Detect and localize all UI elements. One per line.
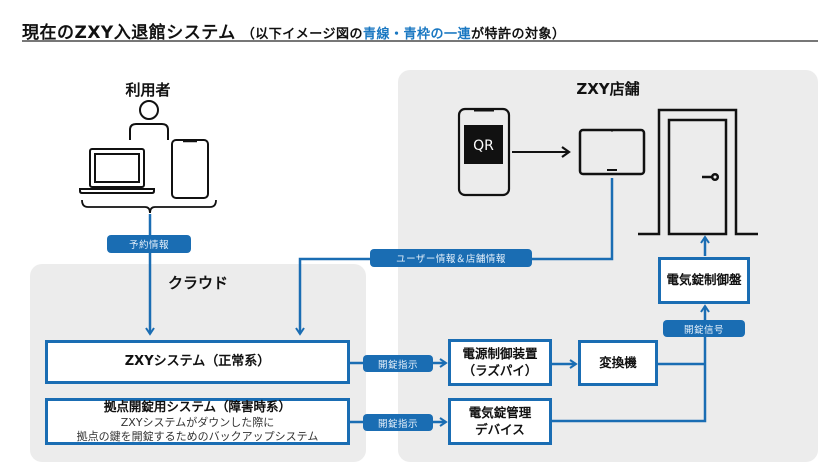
backup-system-desc-1: ZXYシステムがダウンした際に — [120, 415, 275, 429]
qr-label: QR — [473, 138, 494, 154]
door-icon — [638, 108, 758, 236]
cloud-panel-title: クラウド — [167, 274, 228, 292]
title-underline — [22, 40, 818, 42]
backup-system-box: 拠点開錠用システム（障害時系） ZXYシステムがダウンした際に 拠点の鍵を開錠す… — [45, 398, 350, 445]
page-title: 現在のZXY入退館システム （以下イメージ図の青線・青枠の一連が特許の対象） — [22, 18, 566, 43]
title-sub: （以下イメージ図の青線・青枠の一連が特許の対象） — [241, 27, 566, 42]
person-icon — [129, 100, 169, 140]
user-devices-bracket — [81, 199, 217, 214]
smartphone-qr-icon: QR — [457, 107, 511, 197]
store-panel-title: ZXY店舗 — [576, 80, 640, 98]
unlock-signal-pill: 開錠信号 — [663, 320, 745, 337]
title-highlight: 青線・青枠の一連 — [362, 27, 471, 42]
backup-system-title: 拠点開錠用システム（障害時系） — [103, 398, 292, 414]
backup-system-desc-2: 拠点の鍵を開錠するためのバックアップシステム — [76, 429, 319, 443]
unlock-instruction-pill-2: 開錠指示 — [363, 414, 433, 431]
reservation-info-pill: 予約情報 — [107, 235, 191, 253]
title-main: 現在のZXY入退館システム — [22, 23, 236, 43]
unlock-instruction-pill-1: 開錠指示 — [363, 355, 433, 372]
tablet-icon — [578, 128, 646, 176]
smartphone-icon — [171, 139, 209, 199]
user-label: 利用者 — [125, 81, 171, 99]
power-control-box: 電源制御装置 （ラズパイ） — [448, 339, 552, 386]
lock-device-to-panel-line — [552, 304, 710, 423]
zxy-system-box: ZXYシステム（正常系） — [45, 340, 350, 384]
lock-panel-box: 電気錠制御盤 — [658, 257, 750, 304]
converter-box: 変換機 — [578, 340, 658, 386]
user-store-info-pill: ユーザー情報＆店舗情報 — [370, 249, 532, 267]
lock-device-box: 電気錠管理 デバイス — [448, 398, 552, 445]
laptop-icon — [79, 148, 155, 194]
